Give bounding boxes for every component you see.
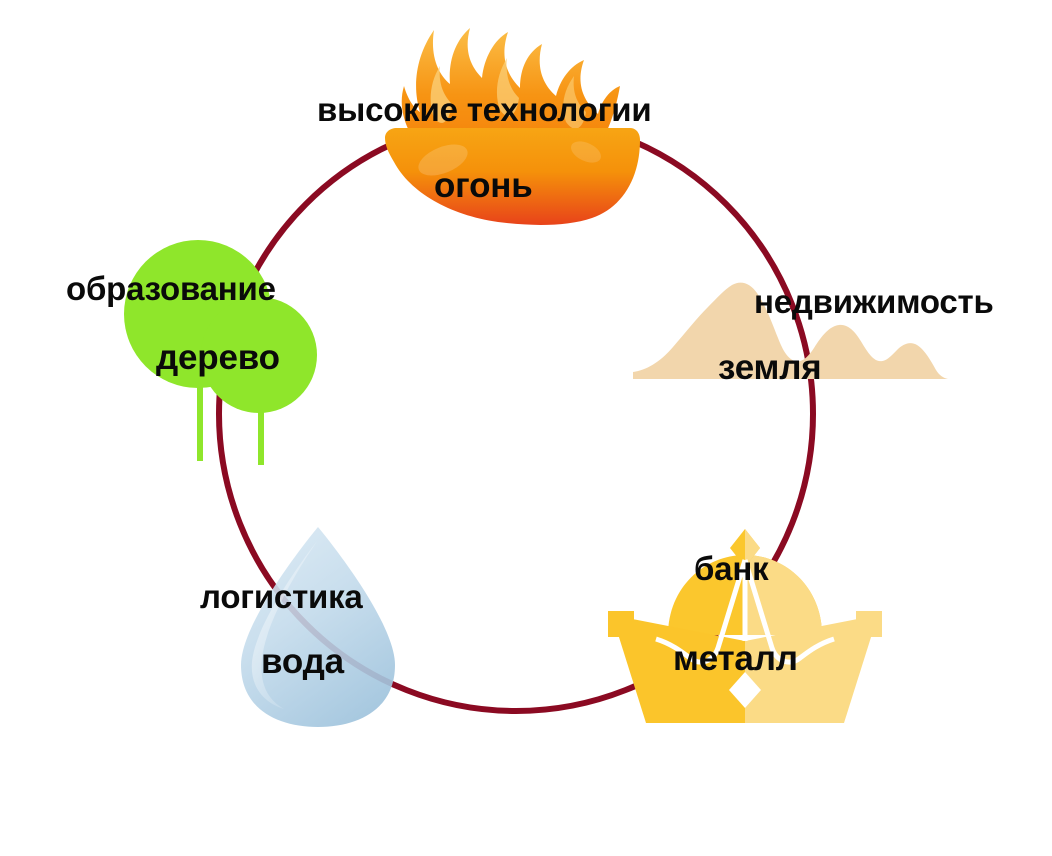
label-metal: металл	[673, 639, 798, 678]
label-realty: недвижимость	[754, 283, 994, 320]
label-education: образование	[66, 270, 276, 307]
label-hitech: высокие технологии	[317, 91, 652, 128]
fire-icon	[385, 28, 640, 225]
hills-icon	[633, 282, 948, 379]
label-bank: банк	[694, 550, 769, 587]
label-fire: огонь	[434, 166, 533, 205]
label-water: вода	[261, 642, 344, 681]
water-drop-icon	[241, 527, 395, 727]
crown-icon	[608, 529, 882, 723]
label-earth: земля	[718, 348, 822, 387]
label-tree: дерево	[156, 338, 280, 377]
tree-icon	[124, 240, 317, 465]
label-logistics: логистика	[200, 578, 363, 615]
